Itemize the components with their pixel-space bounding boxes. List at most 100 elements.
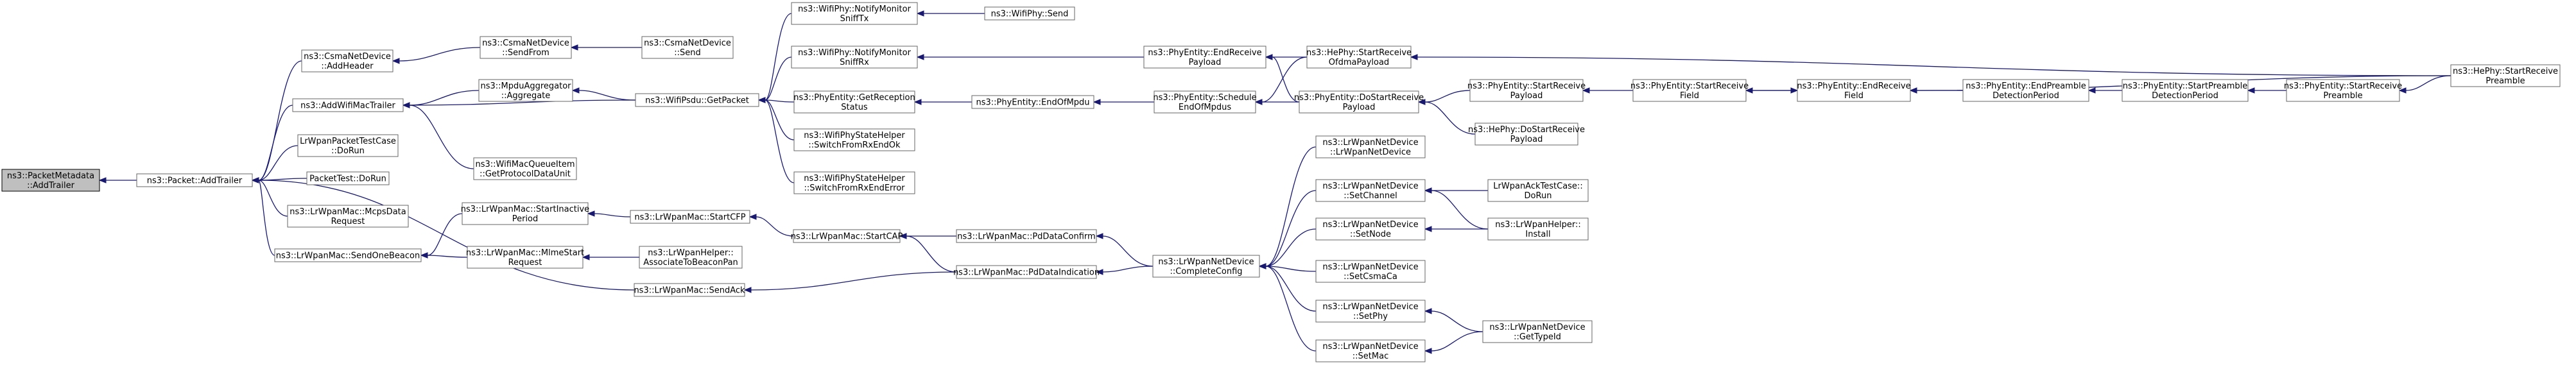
node-startcfp[interactable]: ns3::LrWpanMac::StartCFP [630, 210, 750, 224]
node-label-line: ::GetProtocolDataUnit [480, 169, 571, 179]
node-sendonebeacon[interactable]: ns3::LrWpanMac::SendOneBeacon [274, 248, 422, 262]
node-label-line: ns3::MpduAggregator [480, 81, 571, 91]
node-setnode[interactable]: ns3::LrWpanNetDevice::SetNode [1315, 217, 1426, 241]
node-box [1, 169, 100, 192]
node-label-line: ns3::CsmaNetDevice [644, 38, 731, 48]
node-lrwpanacktest-dorun[interactable]: LrWpanAckTestCase::DoRun [1487, 179, 1589, 202]
node-label-line: Field [1680, 91, 1699, 101]
node-box [956, 229, 1097, 243]
node-pddataconfirm[interactable]: ns3::LrWpanMac::PdDataConfirm [956, 229, 1097, 243]
node-label-line: ns3::PacketMetadata [7, 171, 94, 181]
node-label-line: SniffTx [840, 14, 869, 24]
node-pddataindication[interactable]: ns3::LrWpanMac::PdDataIndication [953, 265, 1100, 279]
node-box [1474, 123, 1578, 146]
node-addwifimactrailer[interactable]: ns3::AddWifiMacTrailer [292, 98, 404, 112]
node-wifimacqueue-getpdu[interactable]: ns3::WifiMacQueueItem::GetProtocolDataUn… [473, 157, 577, 180]
edge-startreceivepayload-to-dostartreceivepayload [1424, 90, 1471, 103]
node-packettest-dorun[interactable]: PacketTest::DoRun [306, 171, 390, 185]
edge-setphy-to-completeconfig [1265, 266, 1317, 312]
node-setcsmaca[interactable]: ns3::LrWpanNetDevice::SetCsmaCa [1315, 260, 1426, 283]
edge-wifimacqueue-getpdu-to-addwifimactrailer [409, 105, 474, 169]
node-box [1152, 255, 1260, 278]
edge-addwifimactrailer-to-packet-addtrailer [258, 105, 293, 181]
node-label-line: DetectionPeriod [1993, 91, 2059, 101]
node-label-line: LrWpanPacketTestCase [300, 137, 396, 146]
node-box [639, 246, 743, 269]
node-label-line: EndOfMpdus [1179, 103, 1231, 112]
node-box [1315, 260, 1426, 283]
edge-startcfp-to-startinactive [594, 213, 631, 217]
node-wifiphy-send[interactable]: ns3::WifiPhy::Send [984, 6, 1075, 21]
arrowhead-he-startreceivepreamble-to-startreceivepreamble [2398, 87, 2407, 94]
edge-wifipsdu-getpacket-to-mpdu-aggregate [578, 90, 636, 101]
node-label-line: ::DoRun [331, 146, 365, 156]
node-startpreambledetection[interactable]: ns3::PhyEntity::StartPreambleDetectionPe… [2122, 79, 2249, 102]
node-label-line: Payload [1189, 58, 1222, 67]
node-label-line: ns3::LrWpanMac::StartCFP [634, 213, 745, 223]
node-label-line: Preamble [2323, 91, 2362, 101]
node-startcap[interactable]: ns3::LrWpanMac::StartCAP [791, 229, 903, 243]
node-csma-sendfrom[interactable]: ns3::CsmaNetDevice::SendFrom [480, 36, 572, 59]
node-label-line: ns3::PhyEntity::EndOfMpdu [976, 98, 1089, 108]
node-mpdu-aggregate[interactable]: ns3::MpduAggregator::Aggregate [478, 79, 573, 102]
node-box [1482, 320, 1593, 343]
edge-mpdu-aggregate-to-addwifimactrailer [409, 90, 480, 106]
node-label-line: ::SendFrom [502, 48, 549, 58]
node-completeconfig[interactable]: ns3::LrWpanNetDevice::CompleteConfig [1152, 255, 1260, 278]
node-endofmpdu[interactable]: ns3::PhyEntity::EndOfMpdu [971, 95, 1094, 109]
node-setphy[interactable]: ns3::LrWpanNetDevice::SetPhy [1315, 300, 1426, 323]
node-sendack[interactable]: ns3::LrWpanMac::SendAck [634, 283, 745, 297]
node-gettypeid[interactable]: ns3::LrWpanNetDevice::GetTypeId [1482, 320, 1593, 343]
arrowhead-csma-send-to-csma-sendfrom [570, 44, 578, 51]
node-label-line: ns3::PhyEntity::EndReceive [1797, 81, 1910, 91]
node-csma-addheader[interactable]: ns3::CsmaNetDevice::AddHeader [301, 49, 393, 72]
node-label-line: ::Send [674, 48, 701, 58]
arrowhead-switch-error-to-wifipsdu-getpacket [757, 97, 766, 103]
node-csma-send[interactable]: ns3::CsmaNetDevice::Send [641, 36, 734, 59]
edge-pddataindication-to-startcap [906, 235, 957, 273]
arrowhead-lrwpanhelper-install-to-setnode [1424, 226, 1432, 232]
node-box [2286, 79, 2400, 102]
arrowhead-wifipsdu-getpacket-to-mpdu-aggregate [571, 87, 580, 94]
node-box [1632, 79, 1747, 102]
edge-notifytx-to-wifipsdu-getpacket [765, 13, 792, 101]
node-label-line: ns3::AddWifiMacTrailer [300, 101, 395, 111]
node-setchannel[interactable]: ns3::LrWpanNetDevice::SetChannel [1315, 179, 1426, 202]
node-setmac[interactable]: ns3::LrWpanNetDevice::SetMac [1315, 339, 1426, 362]
node-endpreambledetection[interactable]: ns3::PhyEntity::EndPreambleDetectionPeri… [1962, 79, 2089, 102]
node-box [641, 36, 734, 59]
node-lrwpanhelper-install[interactable]: ns3::LrWpanHelper::Install [1487, 217, 1589, 241]
arrowhead-endofmpdu-to-getreception [913, 99, 922, 105]
node-box [292, 98, 404, 112]
arrowhead-startreceivefield-to-startreceivepayload [1582, 87, 1590, 94]
node-box [1306, 46, 1412, 69]
node-lrwpan-packettest-dorun[interactable]: LrWpanPacketTestCase::DoRun [297, 134, 399, 157]
node-label-line: ns3::LrWpanMac::MlmeStart [466, 248, 584, 258]
node-wifipsdu-getpacket[interactable]: ns3::WifiPsdu::GetPacket [635, 93, 759, 107]
node-label-line: ns3::LrWpanNetDevice [1322, 220, 1418, 230]
node-switch-error[interactable]: ns3::WifiPhyStateHelper::SwitchFromRxEnd… [793, 171, 915, 194]
node-switch-ok[interactable]: ns3::WifiPhyStateHelper::SwitchFromRxEnd… [793, 128, 915, 151]
node-label-line: ns3::LrWpanNetDevice [1322, 262, 1418, 272]
node-packet-addtrailer[interactable]: ns3::Packet::AddTrailer [136, 173, 253, 187]
node-associate[interactable]: ns3::LrWpanHelper::AssociateToBeaconPan [639, 246, 743, 269]
node-label-line: ns3::PhyEntity::StartReceive [1467, 81, 1586, 91]
arrowhead-completeconfig-to-pddataindication [1095, 269, 1103, 275]
node-lrwpannetdevice-ctor[interactable]: ns3::LrWpanNetDevice::LrWpanNetDevice [1315, 135, 1426, 158]
